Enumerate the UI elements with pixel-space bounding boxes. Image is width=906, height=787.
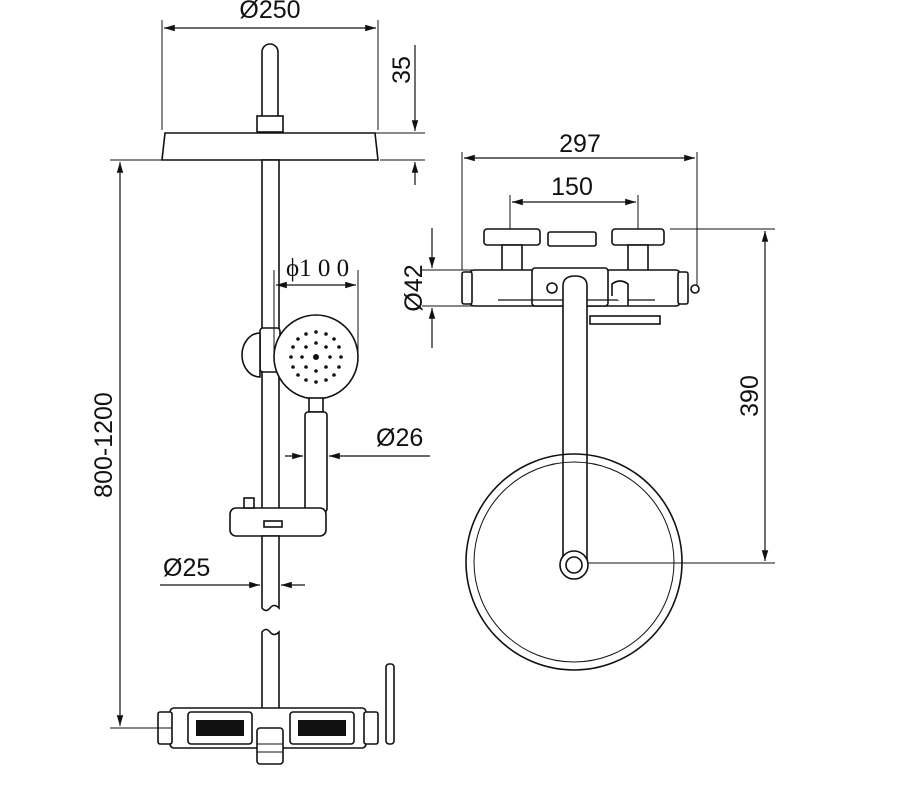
hand-shower-handle [304,411,328,513]
dim-arm-length: 390 [736,375,764,417]
spout [256,727,284,765]
front-view: 297 150 Ø42 390 [400,130,775,671]
dim-head-height: 35 [388,56,416,84]
front-rain-head-inner [473,461,675,663]
front-shower-head-edge [589,315,661,325]
side-view: Ø250 35 800-1200 ϕ1 0 0 Ø26 Ø25 [90,0,430,765]
slider-window [263,520,283,528]
center-handwheel [547,231,597,247]
rain-shower-head [161,132,379,161]
dim-head-diameter: Ø250 [239,0,300,24]
front-arm [562,275,588,578]
lower-rail-bottom [261,628,280,721]
left-window [196,720,244,736]
right-handwheel [611,228,665,246]
side-valve [690,284,700,294]
dim-overall-width: 297 [559,130,601,158]
slider-knob [243,497,255,509]
right-window [298,720,346,736]
head-connector [256,115,284,133]
hand-shower-nozzles [289,330,343,384]
dim-body-diameter: Ø42 [400,264,428,311]
dim-rail-height: 800-1200 [90,392,118,498]
dim-rail-diameter: Ø25 [163,554,210,582]
diverter-button [546,282,558,294]
dim-handle-diameter: Ø26 [376,424,423,452]
head-arm [261,43,279,119]
lever-handle [385,663,395,745]
left-handwheel [483,228,541,246]
holder-cup [241,332,261,378]
front-rain-head-outer [465,453,683,671]
hand-shower-neck [308,397,324,413]
right-end-cap [363,711,379,745]
lower-rail [261,535,280,612]
dim-inlet-spacing: 150 [551,173,593,201]
dim-hand-shower-diameter: ϕ1 0 0 [286,255,349,282]
